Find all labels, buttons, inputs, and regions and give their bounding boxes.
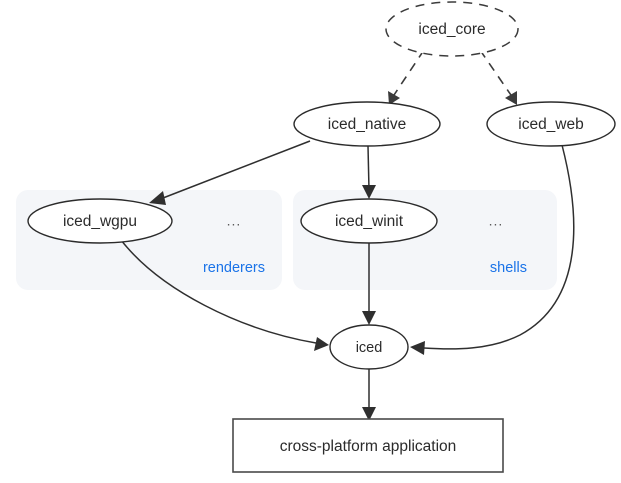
node-application-shape[interactable] <box>232 418 504 473</box>
edge-web-to-iced <box>410 144 575 355</box>
node-iced[interactable]: iced <box>329 324 409 370</box>
edge-native-to-winit <box>362 145 376 199</box>
node-application[interactable]: cross-platform application <box>232 418 504 473</box>
node-iced-web[interactable]: iced_web <box>486 101 616 147</box>
edge-wgpu-to-iced-arrowhead <box>314 337 329 351</box>
edge-core-to-web <box>479 49 517 105</box>
edge-native-to-wgpu <box>149 140 311 205</box>
edge-wgpu-to-iced <box>120 239 329 351</box>
edge-native-to-winit-arrowhead <box>362 185 376 199</box>
edge-core-to-native-arrowhead <box>388 91 400 105</box>
node-iced-winit-shape[interactable] <box>300 198 438 244</box>
edge-web-to-iced-line <box>423 144 575 350</box>
node-application-label: cross-platform application <box>280 438 457 455</box>
node-iced-label: iced <box>356 340 383 356</box>
edge-winit-to-iced <box>362 243 376 325</box>
node-iced-winit[interactable]: iced_winit <box>300 198 438 244</box>
cluster-shells-label: shells <box>490 260 527 276</box>
edge-iced-to-app <box>362 369 376 421</box>
node-iced-web-label: iced_web <box>518 116 584 133</box>
node-iced-core[interactable]: iced_core <box>385 1 519 57</box>
edge-core-to-native-line <box>391 49 425 99</box>
edge-native-to-wgpu-arrowhead <box>149 191 166 205</box>
node-iced-winit-label: iced_winit <box>335 213 404 230</box>
node-iced-native[interactable]: iced_native <box>293 101 441 147</box>
node-iced-wgpu[interactable]: iced_wgpu <box>27 198 173 244</box>
edge-winit-to-iced-arrowhead <box>362 311 376 325</box>
node-iced-core-shape[interactable] <box>385 1 519 57</box>
edge-core-to-native <box>388 49 425 105</box>
cluster-shells-ellipsis: ... <box>489 213 504 229</box>
node-iced-native-shape[interactable] <box>293 101 441 147</box>
node-iced-shape[interactable] <box>329 324 409 370</box>
cluster-renderers-ellipsis: ... <box>227 213 242 229</box>
edge-wgpu-to-iced-line <box>120 239 317 344</box>
node-iced-core-label: iced_core <box>418 21 485 38</box>
edge-core-to-web-arrowhead <box>505 91 517 105</box>
node-iced-native-label: iced_native <box>328 116 406 133</box>
cluster-renderers-label: renderers <box>203 260 265 276</box>
edge-iced-to-app-arrowhead <box>362 407 376 421</box>
edge-core-to-web-line <box>479 49 514 99</box>
node-iced-web-shape[interactable] <box>486 101 616 147</box>
edge-native-to-wgpu-line <box>162 140 311 199</box>
edge-native-to-winit-line <box>367 145 370 191</box>
edge-web-to-iced-arrowhead <box>410 341 425 355</box>
node-iced-wgpu-shape[interactable] <box>27 198 173 244</box>
node-iced-wgpu-label: iced_wgpu <box>63 213 137 230</box>
